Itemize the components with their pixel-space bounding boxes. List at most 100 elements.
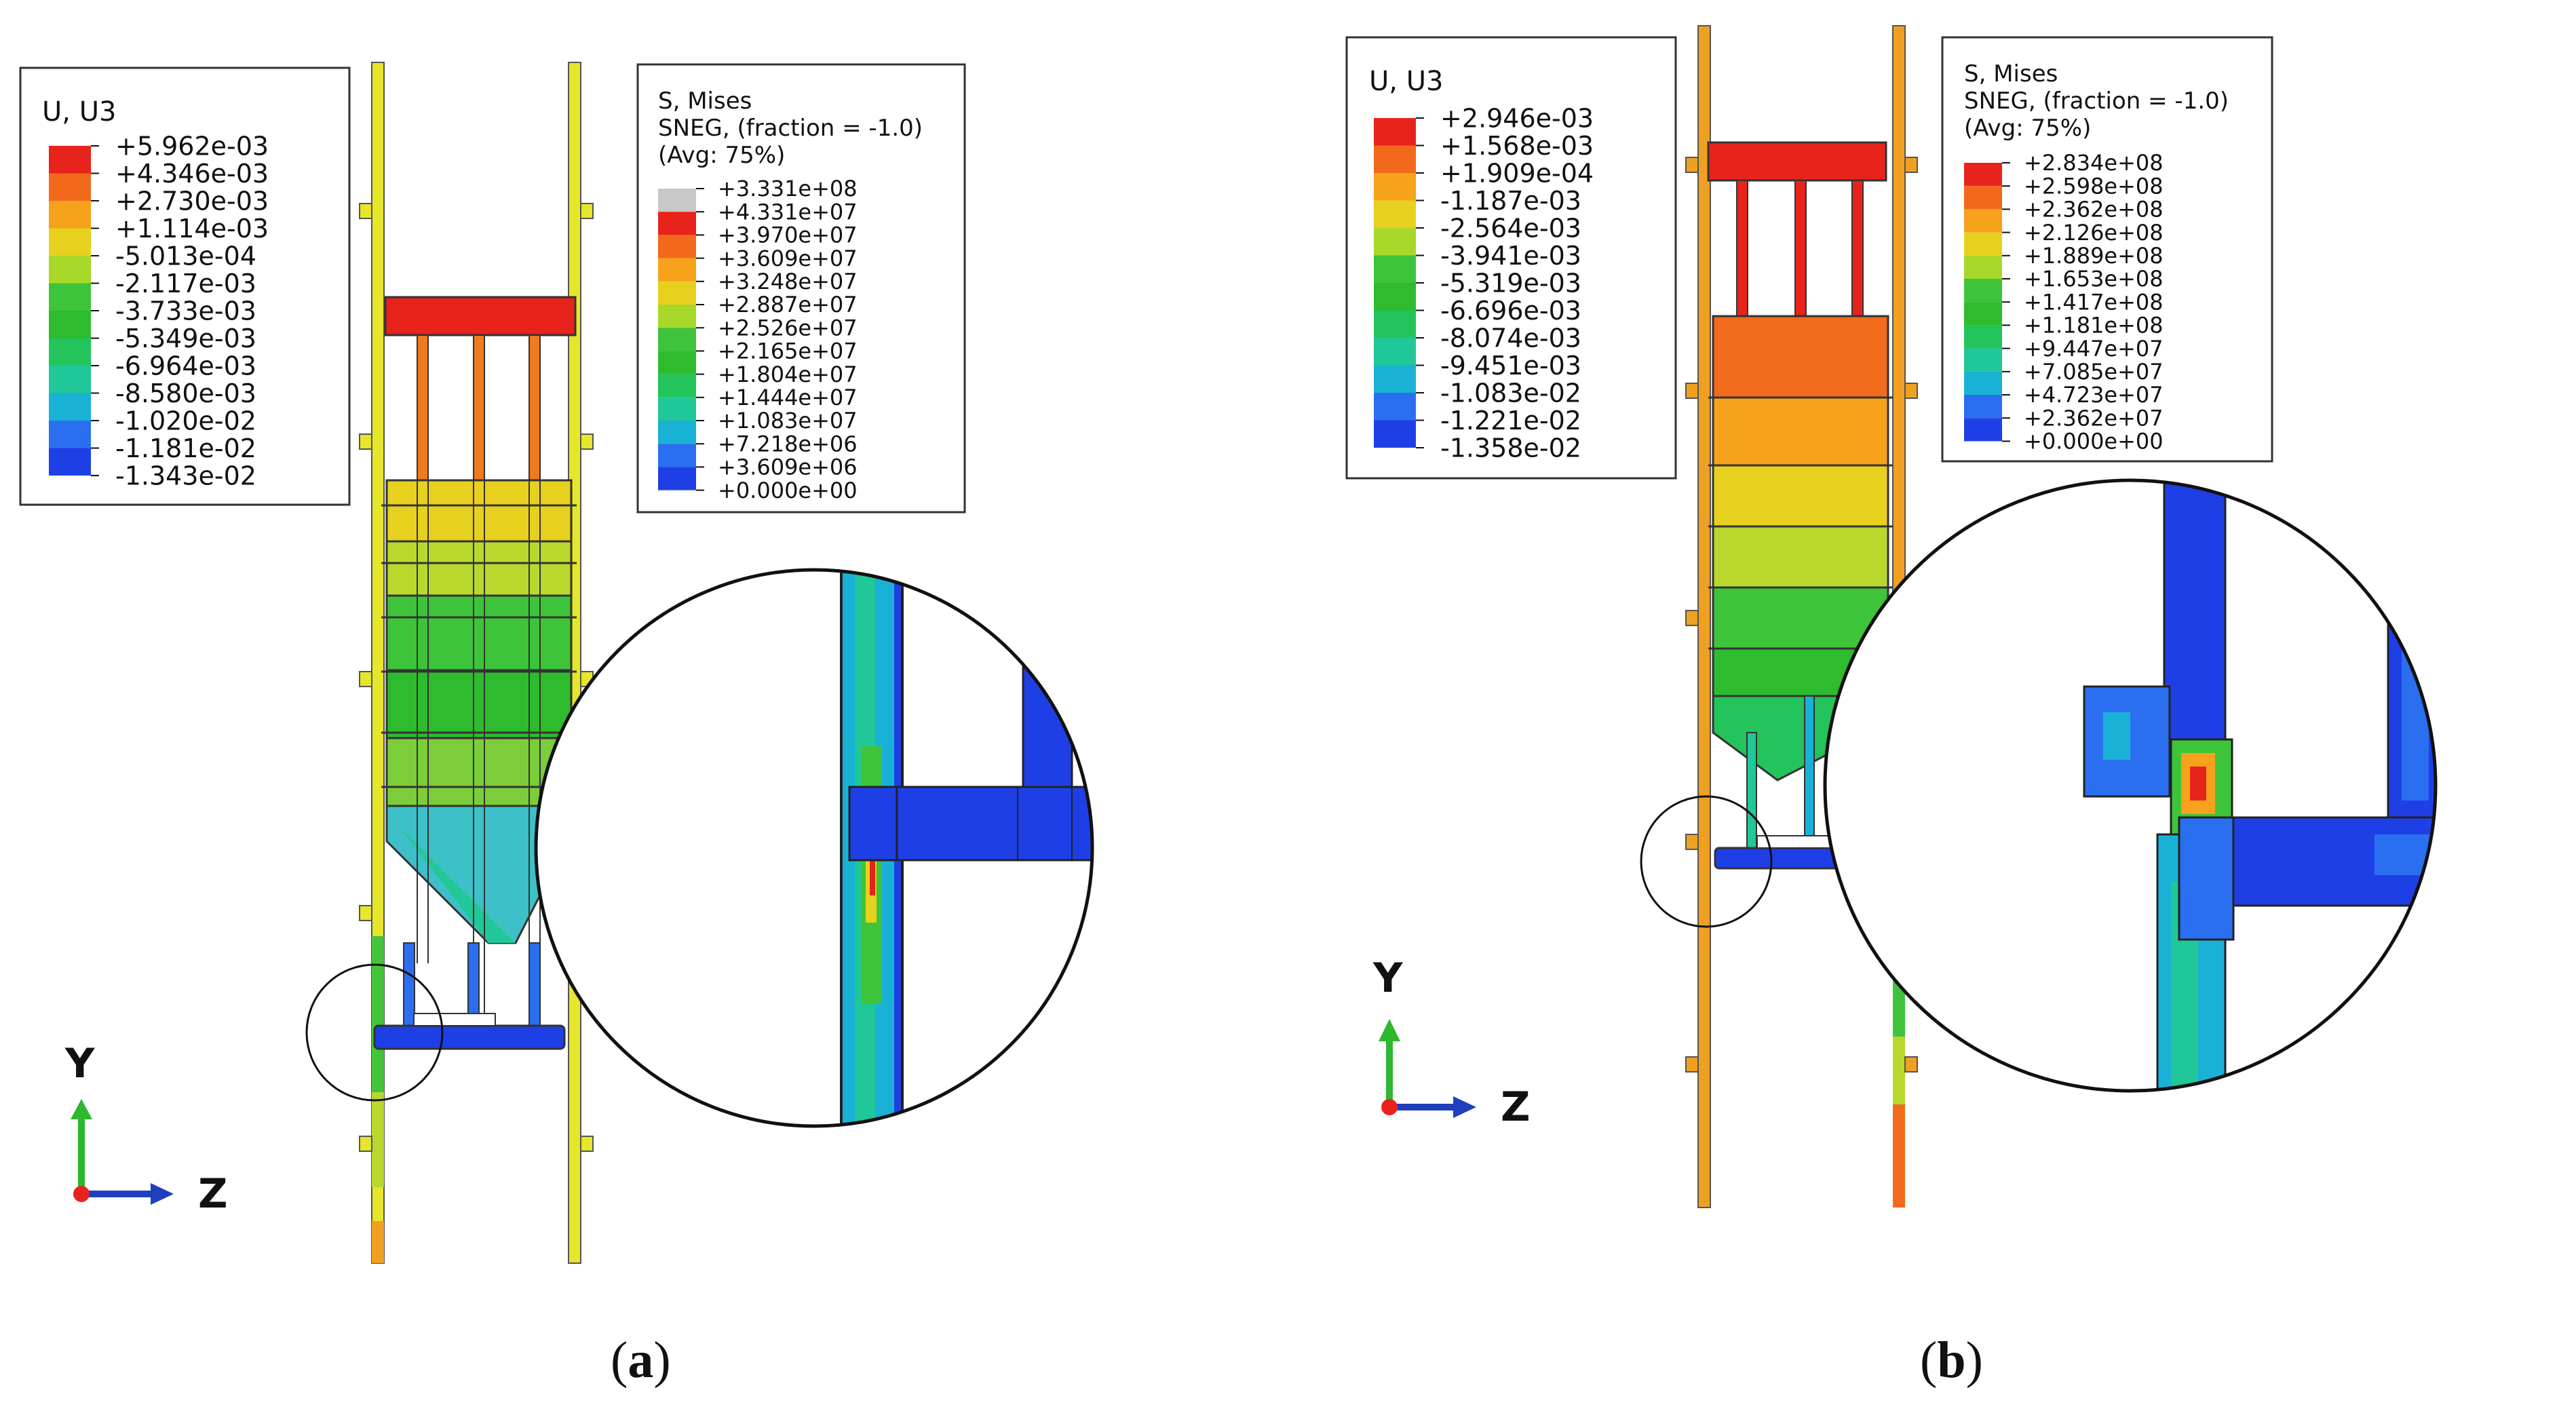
legend-swatch [1374,283,1416,311]
legend-swatch [1374,338,1416,366]
legend-swatch [1374,310,1416,338]
legend-value: -8.580e-03 [115,379,256,408]
legend-value: -2.564e-03 [1440,213,1581,243]
axis-triad-a: Y Z [64,1040,228,1218]
legend-value: -9.451e-03 [1440,351,1581,381]
legend-swatch [49,448,91,476]
legend-value: +0.000e+00 [718,478,858,503]
legend-value: +1.889e+08 [2024,243,2164,269]
legend-value: -1.187e-03 [1440,186,1581,216]
axis-label-z: Z [1501,1083,1531,1131]
legend-swatch [49,393,91,421]
legend-value: -1.343e-02 [115,461,256,490]
legend-value: -5.349e-03 [115,324,256,353]
axis-triad-b: Y Z [1372,954,1531,1131]
legend-swatch [1374,365,1416,393]
legend-value: +7.085e+07 [2024,359,2164,385]
legend-value: +2.362e+07 [2024,405,2164,431]
legend-value: +2.887e+07 [718,292,858,317]
legend-swatch [658,467,696,490]
legend-value: -5.319e-03 [1440,268,1581,298]
displacement-legend-a: U, U3 +5.962e-03+4.346e-03+2.730e-03+1.1… [19,66,351,506]
legend-swatch [658,328,696,351]
legend-value: +3.609e+07 [718,246,858,271]
legend-value: +1.181e+08 [2024,313,2164,339]
legend-value: +3.248e+07 [718,269,858,294]
legend-swatch [1964,395,2002,419]
axis-label-y: Y [1372,954,1404,1002]
displacement-legend-title: U, U3 [1369,66,1443,97]
axis-label-y: Y [64,1040,96,1087]
legend-swatch [1374,173,1416,201]
zoom-detail-b [1823,478,2438,1093]
legend-swatch [1374,145,1416,173]
legend-swatch [1964,232,2002,256]
stress-legend-avg: (Avg: 75%) [658,142,785,169]
legend-value: -6.964e-03 [115,351,256,381]
legend-value: +1.417e+08 [2024,289,2164,315]
legend-value: +0.000e+00 [2024,429,2164,455]
stress-legend-title: S, Mises [658,88,752,115]
legend-swatch [658,351,696,374]
legend-value: -1.221e-02 [1440,406,1581,436]
caption-a: (a) [611,1332,671,1389]
legend-value: -6.696e-03 [1440,296,1581,326]
stress-legend-title: S, Mises [1964,60,2058,88]
stress-legend-avg: (Avg: 75%) [1964,115,2091,142]
legend-swatch [1964,418,2002,442]
legend-value: +1.444e+07 [718,385,858,410]
legend-swatch [49,338,91,366]
stress-legend-a: S, Mises SNEG, (fraction = -1.0) (Avg: 7… [636,63,966,514]
legend-value: -1.358e-02 [1440,433,1581,463]
legend-swatch [1374,420,1416,448]
legend-swatch [1374,228,1416,256]
displacement-legend-b: U, U3 +2.946e-03+1.568e-03+1.909e-04-1.1… [1345,36,1677,480]
legend-value: -1.020e-02 [115,406,256,436]
legend-swatch [658,421,696,444]
legend-swatch [1964,348,2002,372]
legend-value: +2.126e+08 [2024,220,2164,246]
legend-swatch [1374,393,1416,421]
detail-marker-circle-a [305,963,444,1102]
legend-value: +2.165e+07 [718,339,858,364]
legend-swatch [49,256,91,284]
legend-value: +3.331e+08 [718,176,858,201]
legend-value: -3.733e-03 [115,296,256,326]
legend-value: -3.941e-03 [1440,241,1581,271]
legend-value: +2.946e-03 [1440,103,1594,133]
legend-value: +2.730e-03 [115,186,269,216]
displacement-legend-title: U, U3 [42,96,116,128]
axis-label-z: Z [198,1170,228,1218]
legend-swatch [1374,118,1416,146]
legend-swatch [1964,325,2002,349]
legend-swatch [49,421,91,448]
legend-value: +3.609e+06 [718,455,858,480]
legend-swatch [49,366,91,393]
legend-value: +2.526e+07 [718,315,858,341]
stress-legend-b: S, Mises SNEG, (fraction = -1.0) (Avg: 7… [1941,36,2273,463]
legend-value: -2.117e-03 [115,269,256,298]
legend-value: +1.804e+07 [718,362,858,387]
legend-swatch [1964,255,2002,279]
legend-value: +9.447e+07 [2024,336,2164,362]
legend-value: +1.909e-04 [1440,158,1594,188]
legend-value: +4.331e+07 [718,199,858,225]
legend-value: +4.346e-03 [115,159,269,189]
legend-value: +7.218e+06 [718,431,858,457]
legend-value: +5.962e-03 [115,131,269,161]
zoom-detail-a [534,568,1094,1128]
legend-value: +1.653e+08 [2024,266,2164,292]
legend-swatch [49,283,91,311]
legend-swatch [1964,209,2002,233]
legend-swatch [1964,371,2002,395]
panel-b: U, U3 +2.946e-03+1.568e-03+1.909e-04-1.1… [1345,25,2438,1389]
cage-structure-a [373,296,577,1050]
legend-swatch [658,189,696,212]
legend-swatch [1964,186,2002,210]
legend-swatch [658,374,696,398]
legend-value: -8.074e-03 [1440,323,1581,353]
panel-a: U, U3 +5.962e-03+4.346e-03+2.730e-03+1.1… [19,62,1094,1389]
legend-swatch [658,258,696,282]
legend-swatch [658,444,696,467]
